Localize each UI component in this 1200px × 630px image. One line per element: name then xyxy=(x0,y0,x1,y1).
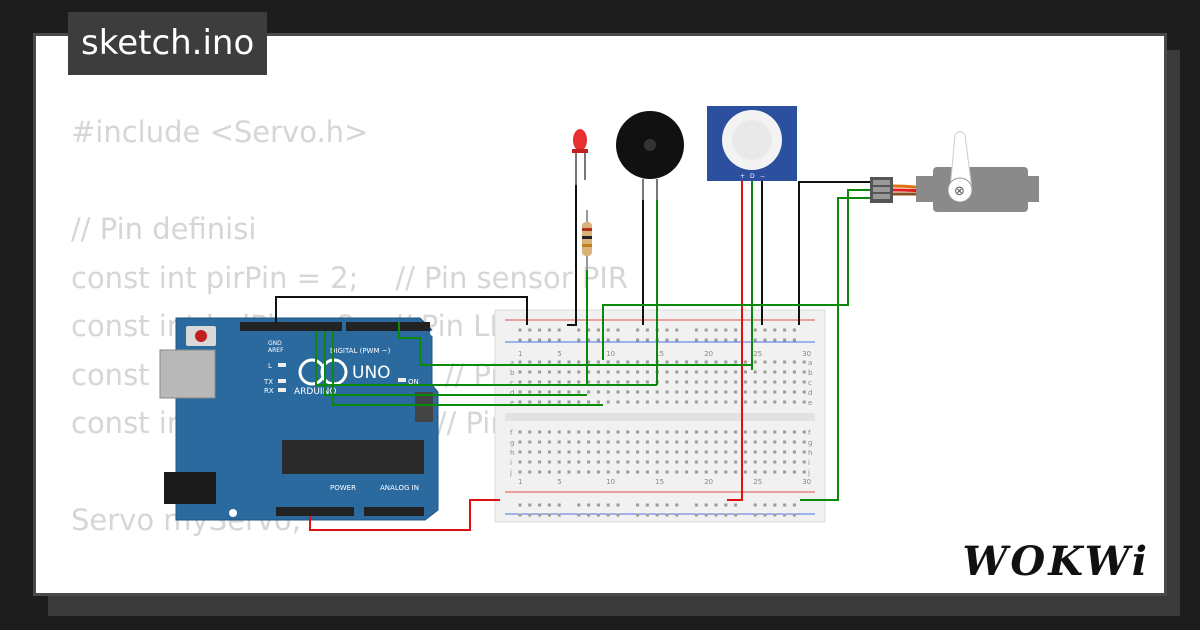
code-line: #include <Servo.h> xyxy=(71,115,369,149)
on-label: ON xyxy=(408,378,419,386)
analog-label: ANALOG IN xyxy=(380,484,419,492)
digital-header-right[interactable] xyxy=(346,322,430,331)
atmega-chip xyxy=(282,440,424,474)
breadboard-row-letter: h xyxy=(510,449,514,457)
gnd-label: GND xyxy=(268,340,282,347)
breadboard-row-letter: i xyxy=(510,459,512,467)
breadboard-row-letter: a xyxy=(808,359,812,367)
board-brand: ARDUINO xyxy=(294,387,336,397)
breadboard-column-number: 15 xyxy=(655,350,664,358)
svg-text:+D−: + D− xyxy=(740,173,765,180)
breadboard-column-number: 20 xyxy=(704,350,713,358)
breadboard-column-number: 30 xyxy=(802,350,811,358)
analog-header[interactable] xyxy=(364,507,424,516)
board-model: UNO xyxy=(352,363,391,383)
breadboard-column-number: 10 xyxy=(606,350,615,358)
breadboard-column-number: 15 xyxy=(655,478,664,486)
wires xyxy=(275,181,870,531)
l-led-label: L xyxy=(268,362,272,370)
power-header[interactable] xyxy=(276,507,354,516)
breadboard-row-letter: a xyxy=(510,359,514,367)
code-line: const int pirPin = 2; // Pin sensor PIR xyxy=(71,260,629,295)
breadboard-column-number: 1 xyxy=(518,350,522,358)
servo-motor[interactable]: ⊗ xyxy=(870,131,1039,213)
breadboard-column-number: 30 xyxy=(802,478,811,486)
breadboard-row-letter: f xyxy=(510,429,513,437)
rx-label: RX xyxy=(264,387,274,395)
sketch-title: sketch.ino xyxy=(68,12,268,75)
servo-horn xyxy=(949,131,973,191)
power-label: POWER xyxy=(330,484,356,492)
digital-header-left[interactable] xyxy=(240,322,342,331)
buzzer[interactable] xyxy=(616,111,684,200)
breadboard-row-letter: g xyxy=(808,439,812,447)
pir-sensor[interactable]: + D− xyxy=(707,106,797,181)
breadboard-row-letter: g xyxy=(510,439,514,447)
breadboard-row-letter: h xyxy=(808,449,812,457)
breadboard-column-number: 25 xyxy=(753,350,762,358)
aref-label: AREF xyxy=(268,347,284,354)
digital-label: DIGITAL (PWM ~) xyxy=(330,347,391,355)
resistor[interactable] xyxy=(582,210,592,270)
breadboard-row-letter: c xyxy=(510,379,514,387)
breadboard-row-letter: f xyxy=(808,429,811,437)
breadboard-row-letter: b xyxy=(510,369,515,377)
servo-screw-icon: ⊗ xyxy=(954,184,965,199)
breadboard-row-letter: d xyxy=(808,389,812,397)
power-jack xyxy=(164,472,216,504)
breadboard-column-number: 20 xyxy=(704,478,713,486)
pir-pin-label: − xyxy=(760,173,765,180)
breadboard-row-letter: e xyxy=(510,399,514,407)
tx-label: TX xyxy=(263,378,273,386)
code-line: // Pin definisi xyxy=(71,212,257,246)
red-led[interactable] xyxy=(572,129,588,185)
breadboard-column-number: 10 xyxy=(606,478,615,486)
breadboard-row-letter: e xyxy=(808,399,812,407)
pir-pin-label: + xyxy=(740,173,745,180)
breadboard-column-number: 1 xyxy=(518,478,522,486)
breadboard-row-letter: j xyxy=(807,469,810,477)
pir-pin-label: D xyxy=(750,173,755,180)
breadboard-column-number: 25 xyxy=(753,478,762,486)
breadboard-column-number: 5 xyxy=(557,478,561,486)
wokwi-logo: WOKWi xyxy=(962,538,1150,585)
breadboard-column-number: 5 xyxy=(557,350,561,358)
breadboard-row-letter: j xyxy=(509,469,512,477)
breadboard-row-letter: d xyxy=(510,389,514,397)
breadboard-row-letter: b xyxy=(808,369,813,377)
usb-port xyxy=(159,349,216,399)
breadboard-row-letter: i xyxy=(808,459,810,467)
breadboard-row-letter: c xyxy=(808,379,812,387)
arduino-uno[interactable]: UNO ARDUINO DIGITAL (PWM ~) ON POWER ANA… xyxy=(159,317,439,521)
